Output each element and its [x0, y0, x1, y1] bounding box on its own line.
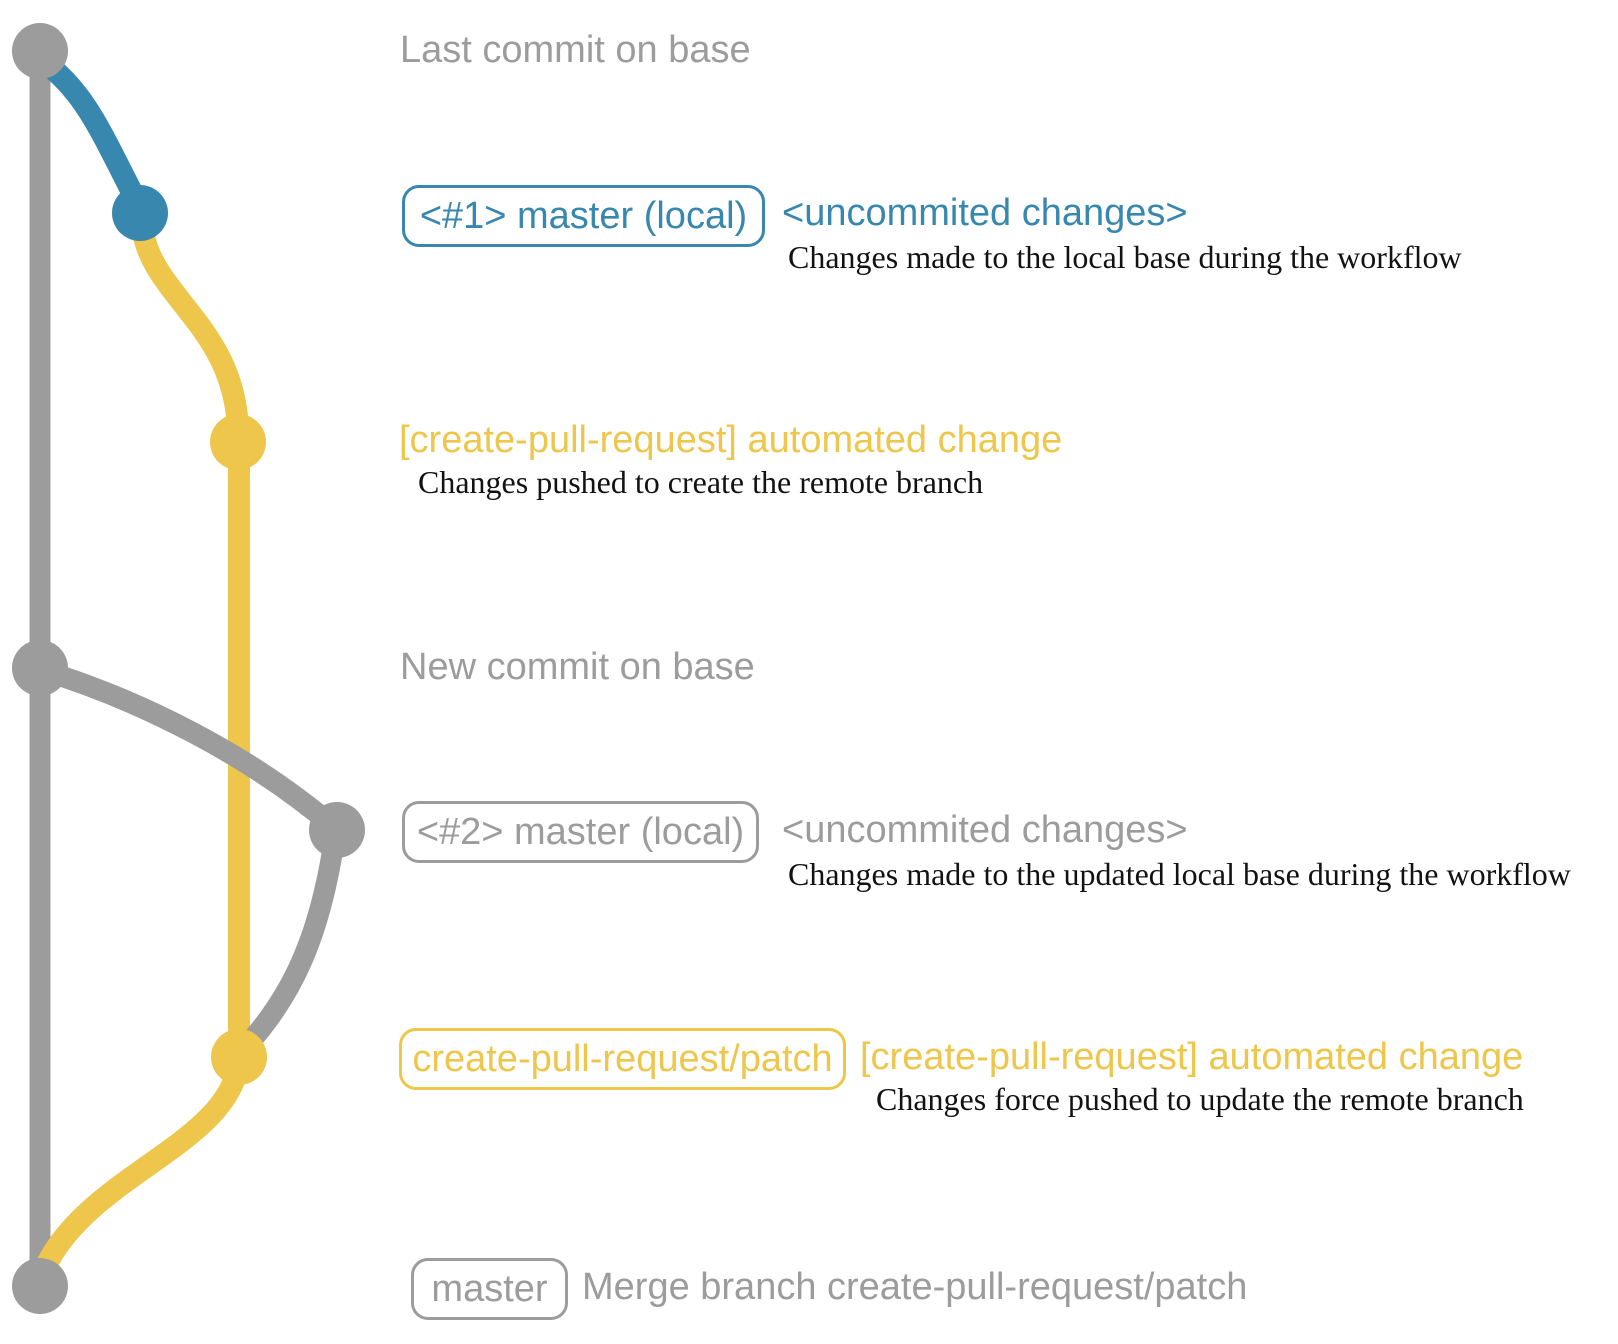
- label-new-commit-on-base: New commit on base: [400, 646, 755, 689]
- label-last-commit-on-base: Last commit on base: [400, 29, 751, 72]
- commit-message-uncommitted-1: <uncommited changes>: [782, 192, 1188, 235]
- branch-badge-master: master: [411, 1258, 568, 1320]
- branch-badge-create-pull-request-patch: create-pull-request/patch: [399, 1028, 846, 1090]
- branch-badge-master-local-1: <#1> master (local): [402, 185, 765, 247]
- description-uncommitted-1: Changes made to the local base during th…: [788, 239, 1462, 275]
- commit-node-master-local-1: [112, 185, 168, 241]
- description-uncommitted-2: Changes made to the updated local base d…: [788, 856, 1571, 892]
- commit-node-patch-first-push: [210, 414, 266, 470]
- commit-node-master-local-2: [309, 802, 365, 858]
- commit-node-base-last: [12, 23, 68, 79]
- commit-message-uncommitted-2: <uncommited changes>: [782, 809, 1188, 852]
- master2-to-patch-curve: [230, 824, 346, 1063]
- commit-message-automated-change-1: [create-pull-request] automated change: [399, 419, 1063, 462]
- patch-branch-curve-top: [132, 221, 250, 451]
- commit-node-base-merge: [12, 1258, 68, 1314]
- base-to-master2-curve: [31, 659, 346, 839]
- description-automated-change-1: Changes pushed to create the remote bran…: [418, 464, 984, 500]
- commit-node-patch-force-push: [211, 1029, 267, 1085]
- branch-badge-master-local-2: <#2> master (local): [402, 801, 759, 863]
- commit-node-base-new: [12, 640, 68, 696]
- master-local-branch-line: [31, 49, 147, 211]
- description-automated-change-2: Changes force pushed to update the remot…: [876, 1081, 1524, 1117]
- commit-message-merge-branch: Merge branch create-pull-request/patch: [582, 1266, 1248, 1309]
- patch-merge-curve: [32, 1049, 250, 1283]
- commit-message-automated-change-2: [create-pull-request] automated change: [860, 1036, 1524, 1079]
